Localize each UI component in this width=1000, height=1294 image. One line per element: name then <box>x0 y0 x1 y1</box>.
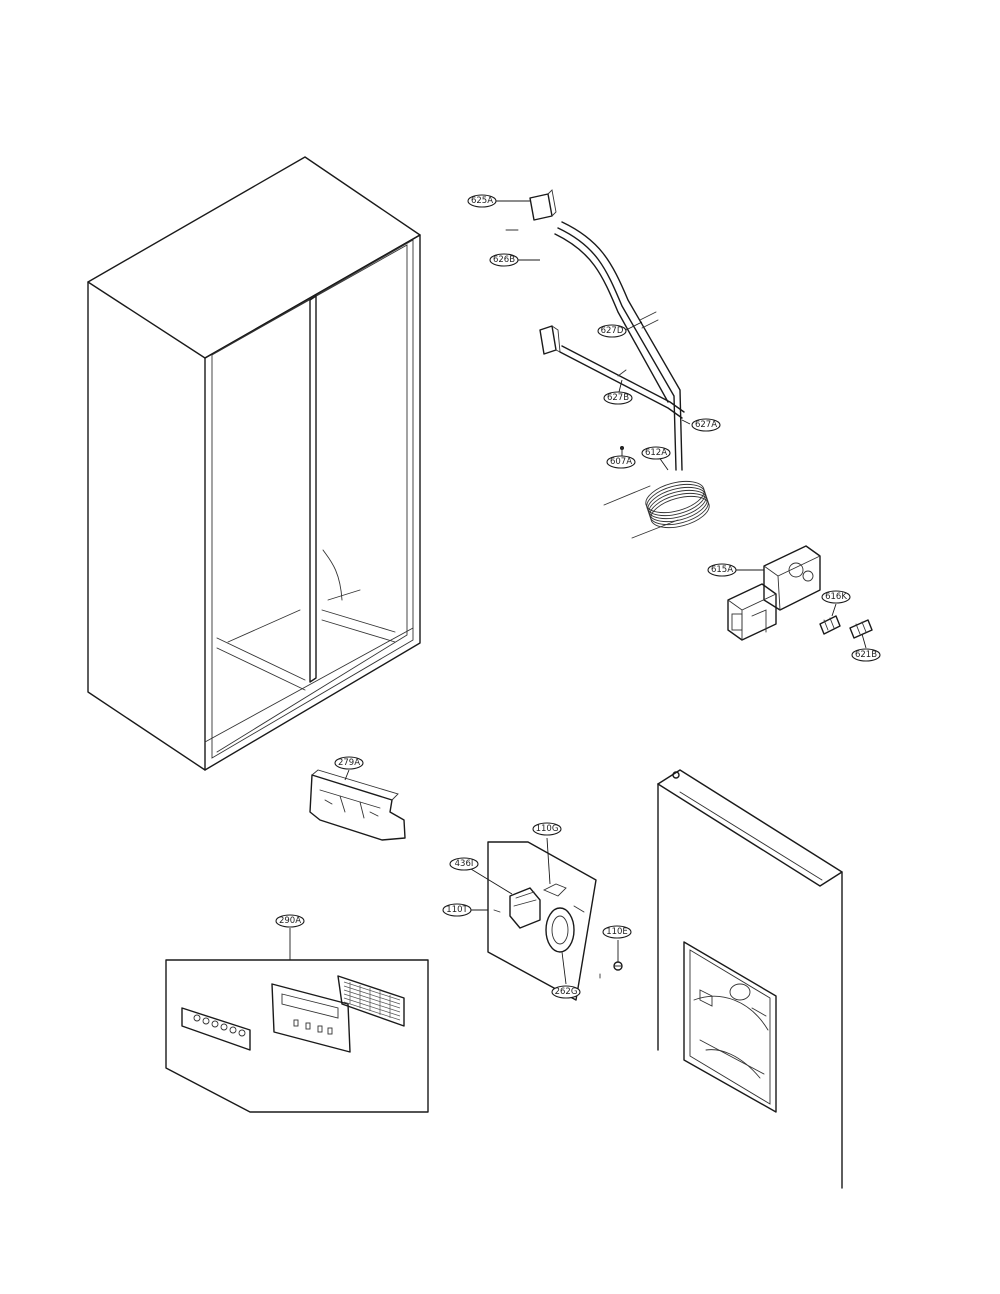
callout-262G: 262G <box>551 985 581 999</box>
svg-text:627A: 627A <box>695 420 717 430</box>
svg-text:607A: 607A <box>610 457 632 467</box>
svg-text:110G: 110G <box>536 824 559 834</box>
callout-625A: 625A <box>467 194 497 208</box>
callout-615A: 615A <box>707 563 737 577</box>
callout-627B: 627B <box>603 391 633 405</box>
callout-612A: 612A <box>641 446 671 460</box>
callout-110E: 110E <box>602 925 632 939</box>
callout-110G: 110G <box>532 822 562 836</box>
svg-text:615A: 615A <box>711 565 733 575</box>
svg-text:279A: 279A <box>338 758 360 768</box>
svg-text:626B: 626B <box>493 255 515 265</box>
callout-290A: 290A <box>275 914 305 928</box>
svg-text:110E: 110E <box>606 927 628 937</box>
water-valve <box>727 545 821 641</box>
svg-text:616K: 616K <box>825 592 847 602</box>
nut-part <box>613 961 623 971</box>
callout-279A: 279A <box>334 756 364 770</box>
svg-text:262G: 262G <box>555 987 578 997</box>
svg-text:625A: 625A <box>471 196 493 206</box>
callout-607A: 607A <box>606 455 636 469</box>
control-panel-group <box>165 959 429 1113</box>
leader-lines <box>289 200 867 985</box>
callout-110T: 110T <box>442 903 472 917</box>
callout-616K: 616K <box>821 590 851 604</box>
dispenser-bracket <box>309 769 406 841</box>
freezer-door <box>657 769 843 1189</box>
svg-text:110T: 110T <box>446 905 468 915</box>
svg-text:621B: 621B <box>855 650 877 660</box>
svg-text:436I: 436I <box>455 859 474 869</box>
callout-436I: 436I <box>449 857 479 871</box>
svg-text:612A: 612A <box>645 448 667 458</box>
callout-621B: 621B <box>851 648 881 662</box>
svg-text:627D: 627D <box>601 326 624 336</box>
refrigerator-cabinet <box>87 156 421 771</box>
svg-text:290A: 290A <box>279 916 301 926</box>
valve-fittings <box>819 615 873 639</box>
water-tube-assembly <box>505 189 710 539</box>
svg-text:627B: 627B <box>607 393 629 403</box>
auger-motor-panel <box>487 841 597 1001</box>
callout-627D: 627D <box>597 324 627 338</box>
callout-627A: 627A <box>691 418 721 432</box>
callout-626B: 626B <box>489 253 519 267</box>
